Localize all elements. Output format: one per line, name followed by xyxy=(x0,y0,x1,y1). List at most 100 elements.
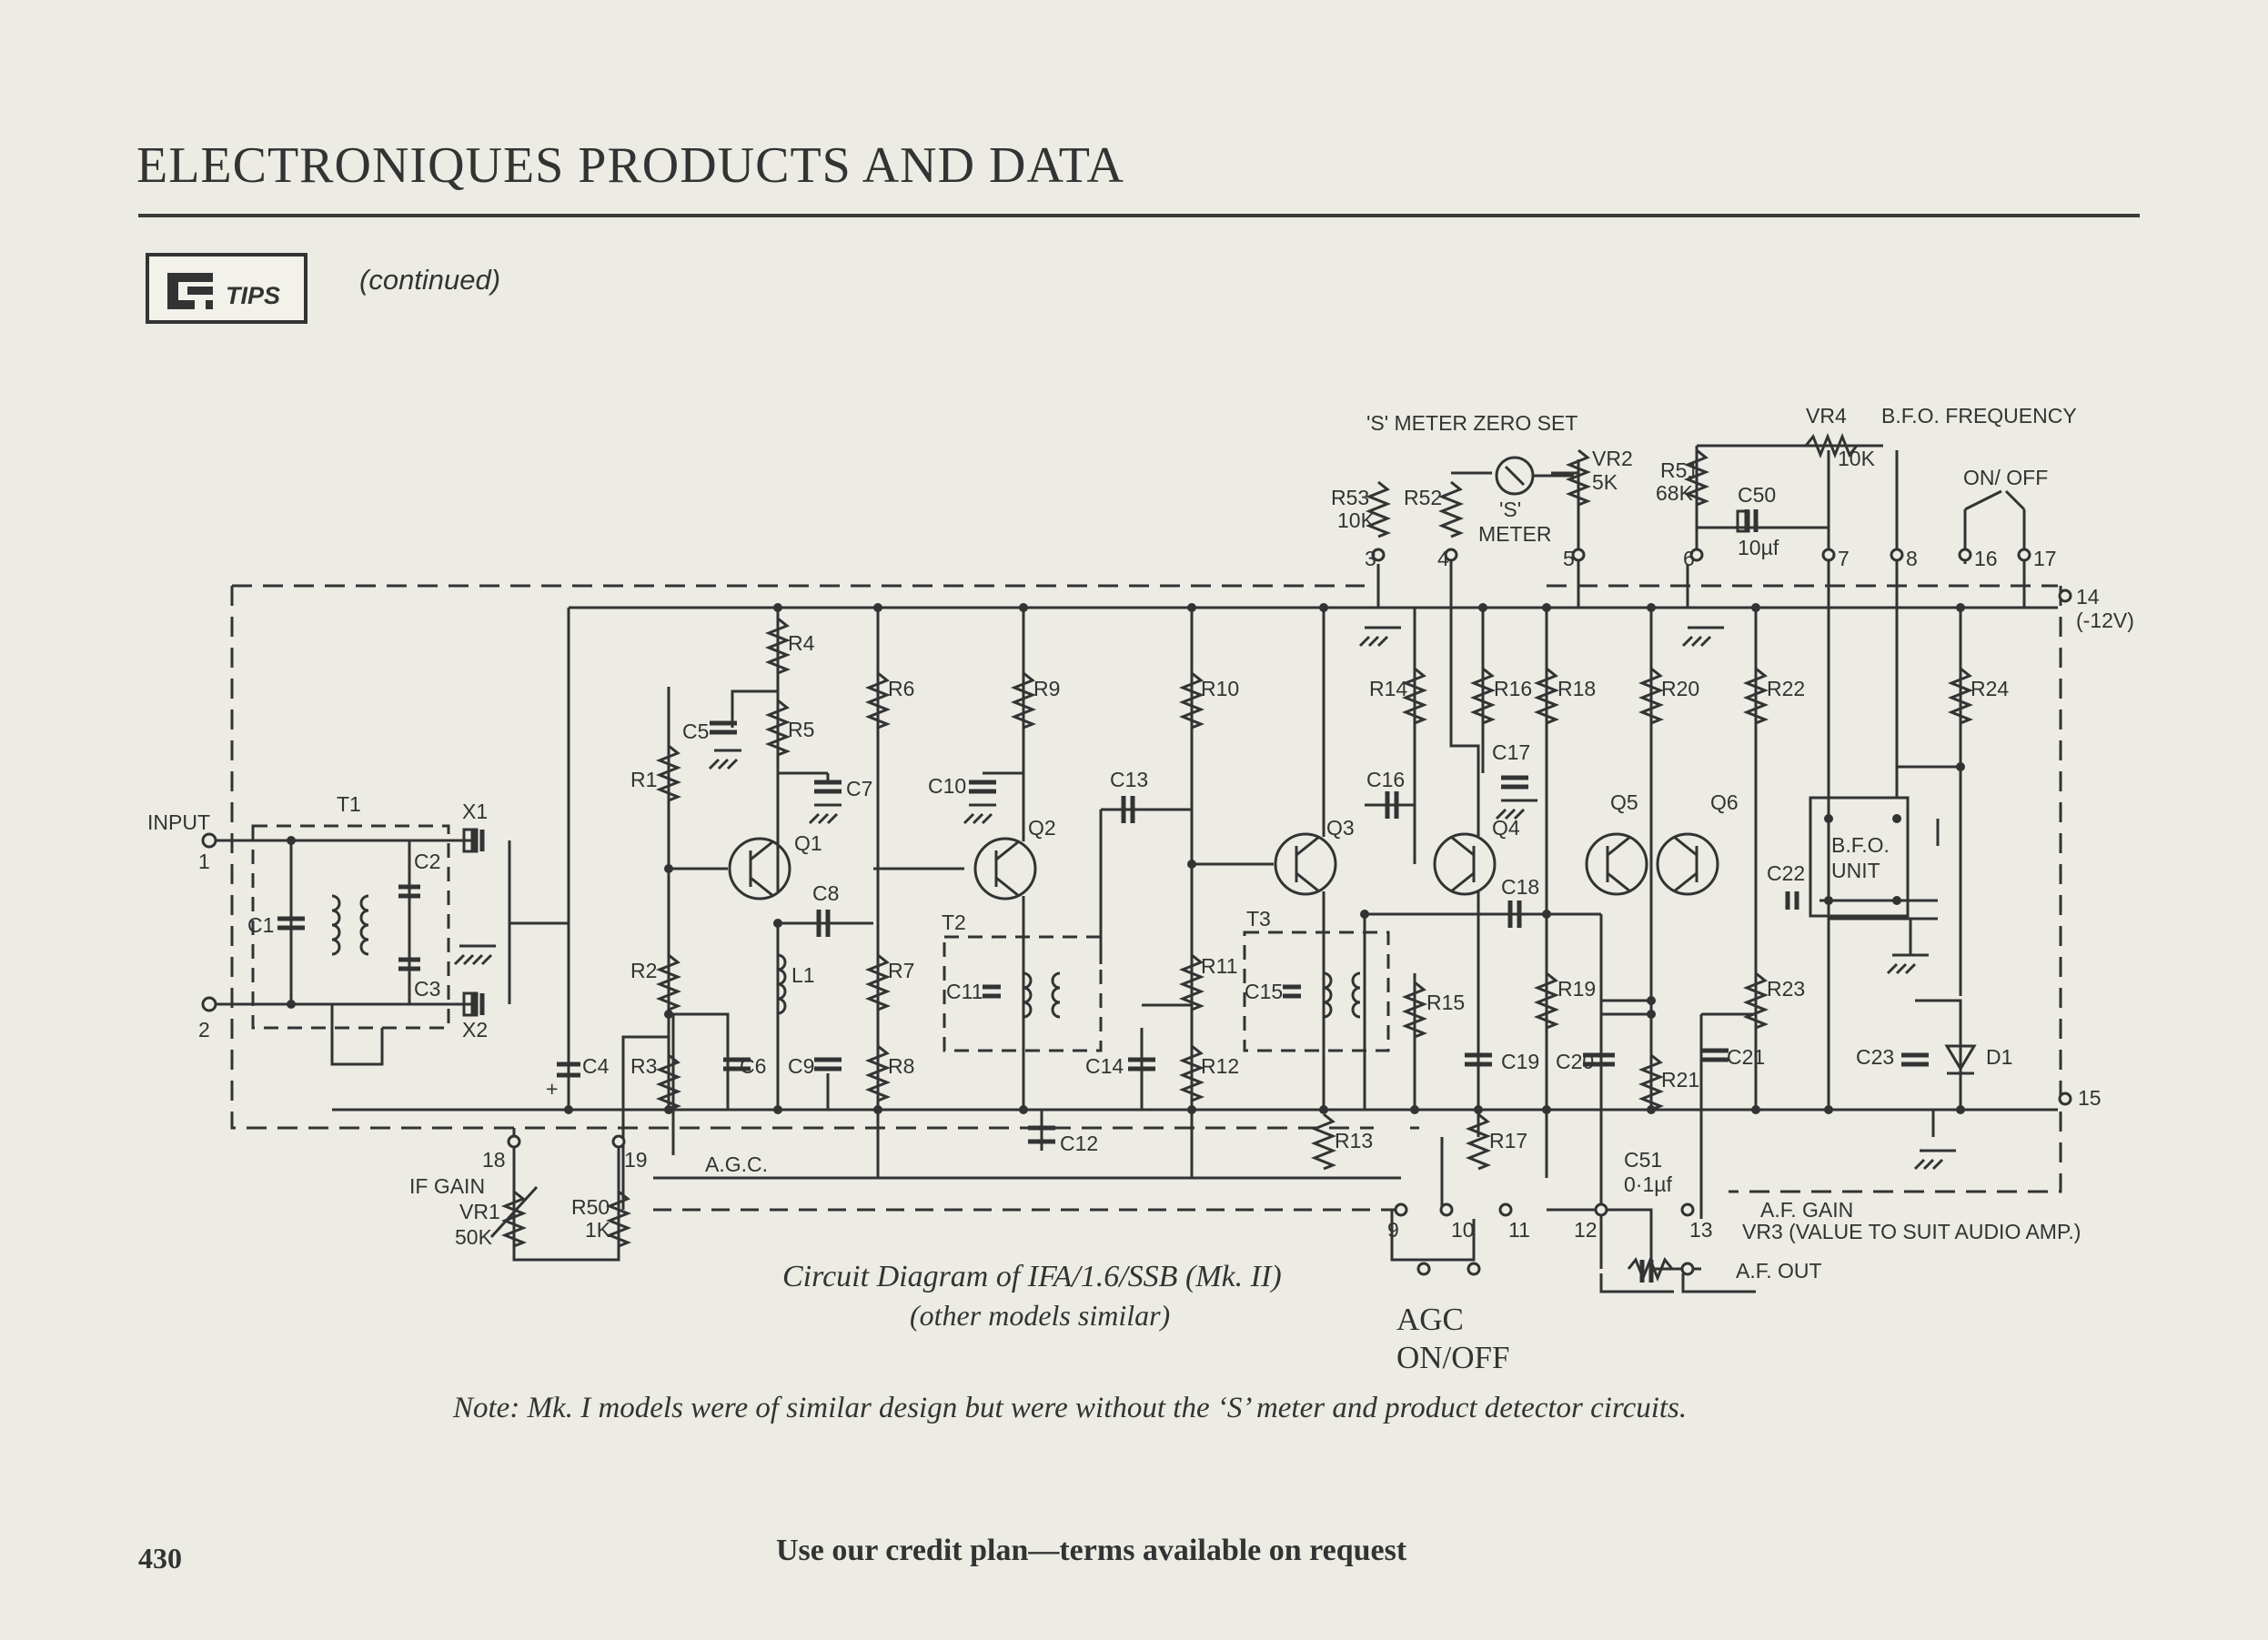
q3-label: Q3 xyxy=(1326,816,1355,840)
r50-label: R50 xyxy=(571,1195,610,1219)
agc-switch-label: AGC ON/OFF xyxy=(1396,1301,1509,1377)
vr2-label: VR2 xyxy=(1592,447,1633,470)
terminal-18-label: 18 xyxy=(482,1148,506,1172)
c9-label: C9 xyxy=(788,1054,814,1078)
terminal-6-label: 6 xyxy=(1683,547,1695,570)
c21-label: C21 xyxy=(1727,1045,1765,1069)
c8-label: C8 xyxy=(812,881,839,905)
r13-label: R13 xyxy=(1335,1129,1373,1152)
agc-line-label: A.G.C. xyxy=(705,1152,768,1176)
r1-label: R1 xyxy=(630,768,657,791)
c50-value: 10µf xyxy=(1738,536,1779,559)
diagram-note: Note: Mk. I models were of similar desig… xyxy=(453,1392,1688,1424)
r52-label: R52 xyxy=(1404,486,1442,509)
continued-label: (continued) xyxy=(359,264,501,296)
r9-label: R9 xyxy=(1033,677,1060,700)
c10-label: C10 xyxy=(928,774,966,798)
if-gain-label: IF GAIN xyxy=(409,1174,485,1198)
r24-label: R24 xyxy=(1971,677,2009,700)
c5-label: C5 xyxy=(682,719,709,743)
r11-label: R11 xyxy=(1201,954,1238,978)
x1-label: X1 xyxy=(462,800,488,823)
page-number: 430 xyxy=(138,1542,182,1575)
terminal-14-label: 14 xyxy=(2076,585,2100,609)
ge-logo-icon xyxy=(167,273,213,309)
c19-label: C19 xyxy=(1501,1050,1539,1073)
page-heading: ELECTRONIQUES PRODUCTS AND DATA xyxy=(136,137,1124,194)
r6-label: R6 xyxy=(888,677,914,700)
d1-label: D1 xyxy=(1986,1045,2012,1069)
r20-label: R20 xyxy=(1661,677,1699,700)
terminal-17-label: 17 xyxy=(2033,547,2057,570)
c22-label: C22 xyxy=(1767,861,1805,885)
r51-value: 68K xyxy=(1656,481,1694,505)
bfo-unit-label-2: UNIT xyxy=(1831,859,1880,882)
vr1-value: 50K xyxy=(455,1225,493,1249)
r53-label: R53 xyxy=(1331,486,1369,509)
af-out-label: A.F. OUT xyxy=(1736,1259,1822,1283)
r2-label: R2 xyxy=(630,959,657,982)
supply-voltage-label: (-12V) xyxy=(2076,609,2134,632)
terminal-3-label: 3 xyxy=(1365,547,1376,570)
terminal-13-label: 13 xyxy=(1689,1218,1713,1242)
c7-label: C7 xyxy=(846,777,872,800)
vr4-value: 10K xyxy=(1838,447,1876,470)
r8-label: R8 xyxy=(888,1054,914,1078)
r4-label: R4 xyxy=(788,631,815,655)
r12-label: R12 xyxy=(1201,1054,1239,1078)
c20-label: C20 xyxy=(1556,1050,1594,1073)
c23-label: C23 xyxy=(1856,1045,1894,1069)
terminal-16-label: 16 xyxy=(1974,547,1998,570)
agc-switch-label-line1: AGC xyxy=(1396,1302,1464,1337)
on-off-label: ON/ OFF xyxy=(1963,466,2048,489)
terminal-8-label: 8 xyxy=(1906,547,1918,570)
q6-label: Q6 xyxy=(1710,790,1739,814)
terminal-12-label: 12 xyxy=(1574,1218,1598,1242)
r51-label: R51 xyxy=(1660,458,1698,482)
r5-label: R5 xyxy=(788,718,814,741)
terminal-15-label: 15 xyxy=(2078,1086,2102,1110)
c12-label: C12 xyxy=(1060,1132,1098,1155)
c51-label: C51 xyxy=(1624,1148,1662,1172)
c13-label: C13 xyxy=(1110,768,1148,791)
r22-label: R22 xyxy=(1767,677,1805,700)
terminal-9-label: 9 xyxy=(1387,1218,1399,1242)
agc-switch-label-line2: ON/OFF xyxy=(1396,1340,1510,1375)
terminal-7-label: 7 xyxy=(1838,547,1850,570)
c15-label: C15 xyxy=(1245,980,1283,1003)
vr2-value: 5K xyxy=(1592,470,1618,494)
heading-rule xyxy=(138,214,2140,217)
q4-label: Q4 xyxy=(1492,816,1520,840)
terminal-11-label: 11 xyxy=(1508,1218,1530,1242)
c4-label: C4 xyxy=(582,1054,610,1078)
terminal-2-label: 2 xyxy=(198,1018,210,1041)
x2-label: X2 xyxy=(462,1018,488,1041)
t2-label: T2 xyxy=(942,911,966,934)
c16-label: C16 xyxy=(1366,768,1405,791)
vr1-label: VR1 xyxy=(459,1200,500,1223)
r18-label: R18 xyxy=(1557,677,1596,700)
c11-label: C11 xyxy=(946,980,983,1003)
vr3-label: VR3 (VALUE TO SUIT AUDIO AMP.) xyxy=(1742,1220,2081,1243)
r10-label: R10 xyxy=(1201,677,1239,700)
tips-label: TIPS xyxy=(226,282,280,309)
terminal-10-label: 10 xyxy=(1451,1218,1475,1242)
tips-badge: TIPS xyxy=(146,253,307,324)
r50-value: 1K xyxy=(585,1218,611,1242)
vr4-label: VR4 xyxy=(1806,404,1847,428)
c3-label: C3 xyxy=(414,977,440,1001)
bfo-frequency-label: B.F.O. FREQUENCY xyxy=(1881,404,2077,428)
t3-label: T3 xyxy=(1246,907,1271,931)
r53-value: 10K xyxy=(1337,508,1376,532)
c6-label: C6 xyxy=(740,1054,766,1078)
t1-label: T1 xyxy=(337,792,361,816)
r16-label: R16 xyxy=(1494,677,1532,700)
r3-label: R3 xyxy=(630,1054,657,1078)
r21-label: R21 xyxy=(1661,1068,1699,1092)
terminal-4-label: 4 xyxy=(1437,547,1449,570)
footer-text: Use our credit plan—terms available on r… xyxy=(776,1534,1407,1567)
s-meter-zero-set-label: 'S' METER ZERO SET xyxy=(1366,411,1578,435)
c51-value: 0·1µf xyxy=(1624,1172,1672,1196)
c50-label: C50 xyxy=(1738,483,1776,507)
